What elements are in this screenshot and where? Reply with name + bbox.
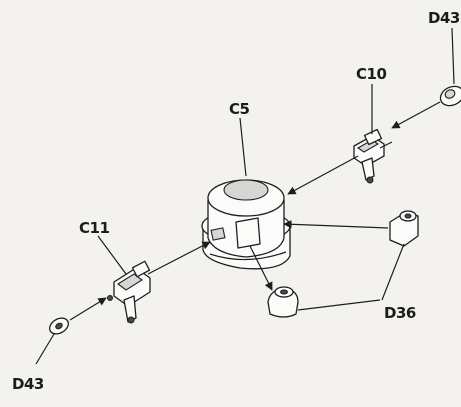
arrow-d36-upper-to-c5 <box>283 220 389 229</box>
leader-c11 <box>97 235 127 275</box>
part-d43-grommet-bottom <box>49 317 69 335</box>
leader-lines <box>35 27 455 365</box>
part-d36-bracket-upper <box>389 210 419 247</box>
label-d43-bottom: D43 <box>12 375 44 393</box>
label-d36: D36 <box>384 304 416 322</box>
part-c5-housing <box>201 179 291 270</box>
arrow-c11-to-c5 <box>147 241 211 275</box>
arrow-c10-to-c5 <box>287 155 359 195</box>
leader-d43-top <box>451 27 455 85</box>
leader-d36-upper <box>381 243 405 301</box>
assembly-arrows <box>69 101 441 321</box>
leader-d36-lower <box>297 299 381 311</box>
leader-d43-bottom <box>35 333 55 365</box>
arrow-c5-to-d36-lower <box>249 245 273 291</box>
part-c10-connector <box>353 128 393 184</box>
label-c5: C5 <box>229 100 250 118</box>
label-c10: C10 <box>356 65 386 83</box>
arrow-d43-to-c11 <box>69 297 107 321</box>
part-d36-bracket-lower <box>267 286 299 318</box>
leader-c5 <box>239 117 247 177</box>
part-d43-grommet-top <box>439 85 461 107</box>
label-d43-top: D43 <box>428 9 460 27</box>
label-c11: C11 <box>79 219 109 237</box>
part-c11-connector <box>107 260 151 324</box>
arrow-d43-to-c10 <box>391 101 441 129</box>
